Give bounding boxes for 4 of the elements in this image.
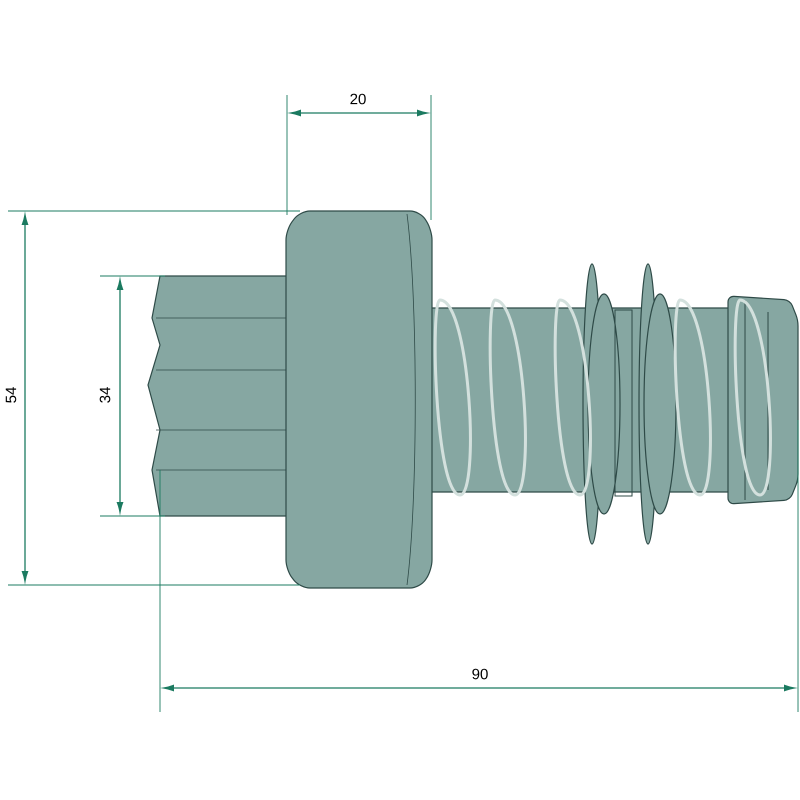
dimension-label: 90 (472, 668, 488, 680)
dimension-label: 34 (100, 387, 110, 403)
dimension-label: 20 (350, 94, 366, 104)
dimension-label: 54 (6, 387, 16, 403)
